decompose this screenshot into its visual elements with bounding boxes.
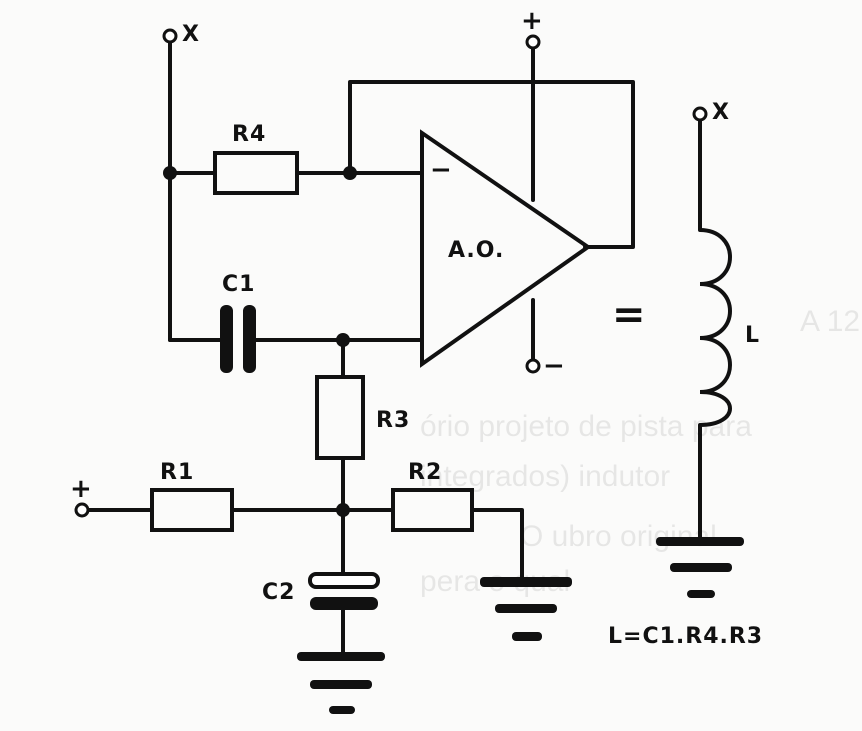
wire-r2-gnd [470,508,524,582]
resistor-r1 [150,488,234,532]
junction-middle [336,503,350,517]
label-c2: C2 [262,580,296,605]
formula-text: L=C1.R4.R3 [608,624,764,649]
resistor-r4 [213,151,299,195]
terminal-input-plus [74,502,90,518]
terminal-x-right [692,106,708,122]
label-c1: C1 [222,272,256,297]
capacitor-c1-plate-left [220,305,233,373]
ground-c2 [297,652,385,714]
bleed-text-2: integrados) indutor [420,460,671,493]
capacitor-c2-plate-top [308,572,380,589]
opamp-triangle [420,129,592,368]
equivalence-sign: = [612,292,646,338]
bleed-text-5: A 12 [800,305,861,338]
ground-inductor [656,537,744,598]
terminal-supply-minus [525,358,541,374]
junction-feedback [343,166,357,180]
label-r4: R4 [232,122,267,147]
label-supply-plus: + [521,6,544,36]
junction-noninv [336,333,350,347]
label-inductor: L [745,323,761,348]
resistor-r3 [315,375,365,460]
label-supply-minus: − [543,351,566,381]
wire-feedback [348,80,635,249]
label-opamp: A.O. [448,238,505,263]
terminal-supply-plus [525,34,541,50]
inductor-coil [699,228,732,427]
label-r2: R2 [408,460,443,485]
bleed-text-3: O ubro original [520,520,717,553]
label-x-right: X [712,100,730,125]
label-r3: R3 [376,408,411,433]
label-inv-input: − [430,155,453,185]
label-x-left: X [182,22,200,47]
junction-left [163,166,177,180]
terminal-x-left [162,28,178,44]
resistor-r2 [391,488,474,532]
label-input-plus: + [70,474,93,504]
capacitor-c1-plate-right [243,305,256,373]
label-r1: R1 [160,460,195,485]
capacitor-c2-plate-bottom [310,597,378,610]
ground-r2 [480,577,572,641]
bleed-text-1: ório projeto de pista para [420,410,752,443]
